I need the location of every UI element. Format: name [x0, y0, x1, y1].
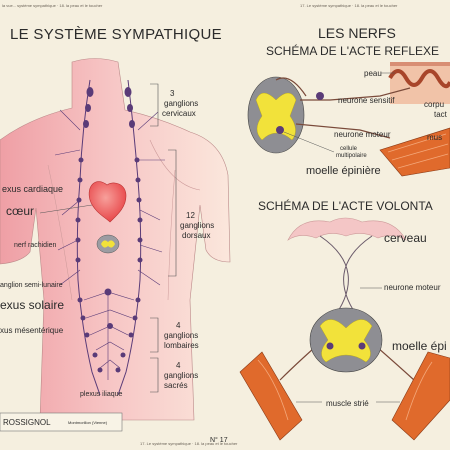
voluntary-muscle-right — [391, 351, 450, 441]
label-multipolar-cell: cellule multipolaire — [283, 131, 367, 159]
reflex-spinal-section — [247, 76, 305, 154]
heart — [88, 181, 127, 223]
label-spinal-cord-reflex: moelle épinière — [306, 165, 381, 177]
publisher-city: Montmorillon (Vienne) — [68, 420, 108, 425]
label-striated-muscle: muscle strié — [326, 399, 369, 408]
reflex-title: SCHÉMA DE L'ACTE REFLEXE — [266, 43, 439, 58]
publisher-name: ROSSIGNOL — [3, 418, 51, 427]
solar-plexus-node — [104, 288, 112, 296]
skin-block — [388, 62, 450, 104]
label-sensory-neuron: neurone sensitif — [338, 96, 395, 105]
reflex-neuron-paths — [275, 77, 411, 139]
label-sacral: 4 ganglions sacrés — [150, 357, 198, 393]
svg-text:dorsaux: dorsaux — [182, 231, 210, 240]
svg-text:tact: tact — [434, 110, 448, 119]
svg-text:cervicaux: cervicaux — [162, 109, 196, 118]
label-skin: peau — [364, 69, 382, 78]
svg-text:ganglions: ganglions — [164, 371, 198, 380]
label-cardiac-plexus: exus cardiaque — [2, 184, 63, 194]
voluntary-title: SCHÉMA DE L'ACTE VOLONTA — [258, 198, 433, 213]
chain-branches — [54, 109, 165, 286]
svg-text:ganglions: ganglions — [164, 331, 198, 340]
heart-leader — [39, 204, 93, 214]
label-spinal-cord-voluntary: moelle épi — [392, 339, 447, 353]
label-motor-neuron: neurone moteur — [334, 130, 391, 139]
ganglion-cervical-left-1 — [86, 87, 94, 97]
ganglia-dots — [75, 87, 143, 373]
svg-text:4: 4 — [176, 321, 181, 330]
header-small-right: 17. Le système sympathique · 18. la peau… — [300, 3, 398, 8]
label-cervical: 3 ganglions cervicaux — [150, 83, 198, 127]
footer-small-center: 17. Le système sympathique · 18. la peau… — [140, 441, 238, 446]
shoulder-contour — [149, 139, 201, 191]
multipolar-cell-body — [276, 126, 284, 134]
mesenteric-node — [107, 323, 113, 329]
svg-text:ganglions: ganglions — [180, 221, 214, 230]
svg-text:sacrés: sacrés — [164, 381, 188, 390]
header-small-left: la vue... système sympathique · 18. la p… — [2, 3, 103, 8]
label-voluntary-motor-neuron: neurone moteur — [384, 283, 441, 292]
svg-text:multipolaire: multipolaire — [336, 153, 367, 159]
svg-text:corpu: corpu — [424, 100, 444, 109]
label-semilunar-ganglion: anglion semi-lunaire — [0, 282, 63, 289]
right-ganglion-chain — [117, 79, 142, 396]
left-title: LE SYSTÈME SYMPATHIQUE — [10, 26, 222, 43]
svg-text:4: 4 — [176, 361, 181, 370]
left-ganglion-chain — [76, 79, 101, 396]
label-corpuscle: corpu tact — [424, 100, 448, 119]
rib-contour-right — [167, 169, 176, 301]
voluntary-muscle-left — [239, 351, 303, 441]
label-spinal-nerve: nerf rachidien — [14, 242, 57, 249]
label-brain: cerveau — [384, 231, 427, 245]
label-lumbar: 4 ganglions lombaires — [150, 317, 199, 353]
motor-neuron-fiber — [295, 123, 391, 139]
svg-text:3: 3 — [170, 89, 175, 98]
svg-text:cellule: cellule — [340, 146, 358, 152]
svg-text:lombaires: lombaires — [164, 341, 199, 350]
label-mesenteric-plexus: xus mésentérique — [0, 326, 64, 335]
mini-spinal-section — [96, 234, 120, 254]
label-iliac-plexus: plexus iliaque — [80, 391, 123, 398]
plate-number: N° 17 — [210, 436, 228, 444]
svg-text:ganglions: ganglions — [164, 99, 198, 108]
label-heart: cœur — [6, 204, 34, 218]
rib-contour-left — [47, 164, 73, 301]
voluntary-spinal-section — [309, 307, 383, 373]
label-dorsal: 12 ganglions dorsaux — [168, 149, 214, 277]
sensory-neuron-fiber — [300, 87, 411, 101]
brain-cortex — [287, 217, 407, 241]
publisher-box: ROSSIGNOL Montmorillon (Vienne) — [0, 412, 123, 432]
reflex-muscle — [379, 127, 450, 177]
svg-text:12: 12 — [186, 211, 195, 220]
label-solar-plexus: exus solaire — [0, 298, 64, 312]
label-muscle: mus — [427, 133, 442, 142]
right-title: LES NERFS — [318, 25, 396, 41]
